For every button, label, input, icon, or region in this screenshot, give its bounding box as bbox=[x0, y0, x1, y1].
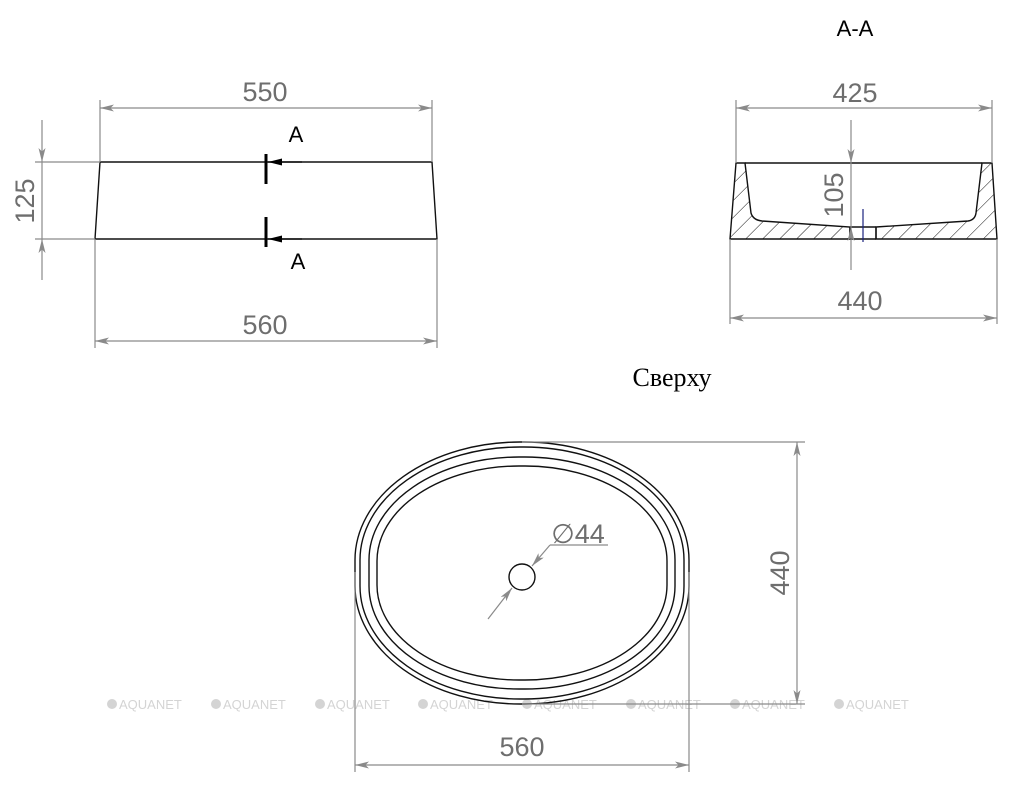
svg-text:AQUANET: AQUANET bbox=[430, 697, 493, 712]
section-dim-top: 425 bbox=[832, 78, 877, 108]
watermark: AQUANET bbox=[834, 697, 909, 712]
svg-text:AQUANET: AQUANET bbox=[846, 697, 909, 712]
watermark: AQUANET bbox=[418, 697, 493, 712]
dim-width-bottom: 560 bbox=[242, 310, 287, 340]
dim-width-top: 550 bbox=[242, 77, 287, 107]
section-label-top: A bbox=[289, 122, 304, 147]
top-dim-depth: 440 bbox=[765, 550, 795, 595]
svg-text:AQUANET: AQUANET bbox=[223, 697, 286, 712]
front-view: 550 560 125 A A bbox=[10, 77, 438, 348]
watermark: AQUANET bbox=[315, 697, 390, 712]
section-dim-depth: 105 bbox=[819, 172, 849, 217]
dim-height: 125 bbox=[10, 178, 40, 223]
watermark: AQUANET bbox=[211, 697, 286, 712]
section-view: A-A 425 440 105 bbox=[729, 16, 998, 324]
section-label-bottom: A bbox=[291, 249, 306, 274]
watermark: AQUANET bbox=[107, 697, 182, 712]
svg-text:AQUANET: AQUANET bbox=[119, 697, 182, 712]
drain-diameter: ∅44 bbox=[551, 519, 605, 549]
top-view: Сверху ∅44 440 560 bbox=[354, 363, 805, 772]
top-dim-width: 560 bbox=[499, 732, 544, 762]
svg-text:AQUANET: AQUANET bbox=[327, 697, 390, 712]
drain-hole bbox=[508, 563, 536, 591]
section-dim-bottom: 440 bbox=[837, 286, 882, 316]
top-view-title: Сверху bbox=[632, 363, 711, 392]
section-title: A-A bbox=[837, 16, 874, 41]
